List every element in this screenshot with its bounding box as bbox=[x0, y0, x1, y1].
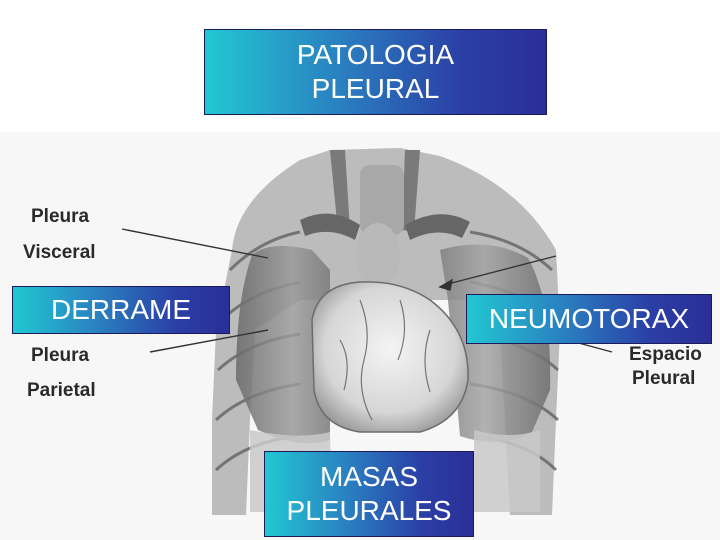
heart bbox=[311, 281, 469, 433]
page-title: PATOLOGIA PLEURAL bbox=[296, 38, 455, 104]
masas-pleurales-box: MASAS PLEURALES bbox=[264, 451, 474, 537]
espacio-pleural-label-line2: Pleural bbox=[632, 368, 696, 389]
masas-pleurales-label: MASAS PLEURALES bbox=[286, 460, 452, 526]
neumotorax-box: NEUMOTORAX bbox=[466, 294, 712, 344]
left-lung bbox=[236, 246, 330, 444]
leader-lines bbox=[121, 228, 613, 353]
espacio-pleural-label-line1: Espacio bbox=[629, 344, 702, 365]
title-box: PATOLOGIA PLEURAL bbox=[204, 29, 547, 115]
pleura-visceral-label-line2: Visceral bbox=[23, 242, 96, 263]
neumotorax-label: NEUMOTORAX bbox=[488, 302, 690, 334]
pleura-parietal-label-line2: Parietal bbox=[27, 380, 96, 401]
derrame-box: DERRAME bbox=[12, 286, 230, 334]
chest-wall bbox=[212, 148, 560, 515]
heart-vessels bbox=[339, 299, 431, 421]
derrame-label: DERRAME bbox=[50, 293, 191, 325]
pleura-parietal-label-line1: Pleura bbox=[31, 345, 90, 366]
pleura-visceral-label-line1: Pleura bbox=[31, 206, 90, 227]
neck-structures bbox=[300, 150, 470, 287]
